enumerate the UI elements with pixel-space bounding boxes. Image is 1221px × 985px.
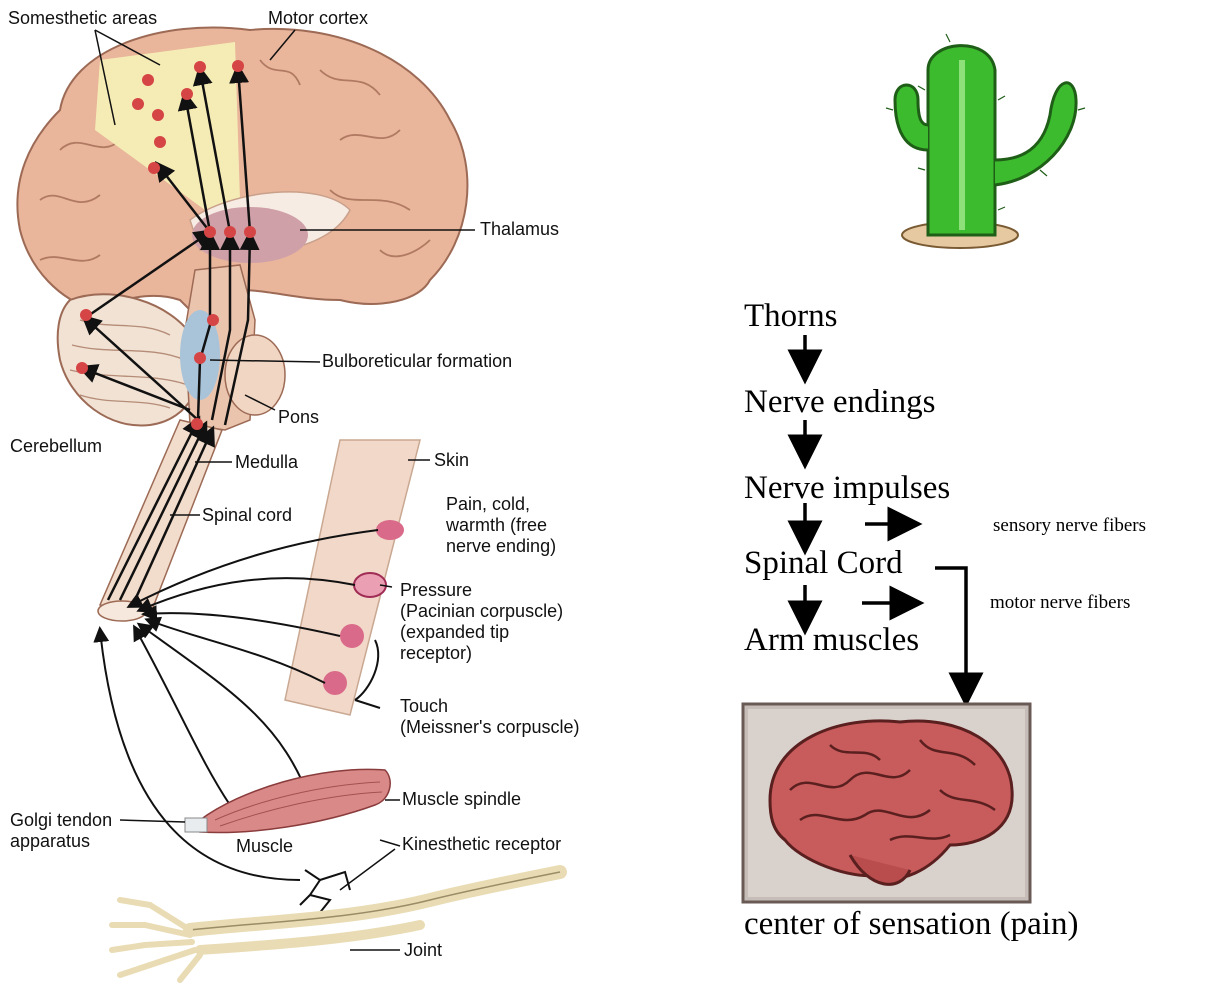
flow-step-arm-muscles: Arm muscles: [744, 622, 919, 659]
label-somesthetic-areas: Somesthetic areas: [8, 8, 157, 29]
golgi-tendon: [185, 818, 207, 832]
label-pons: Pons: [278, 407, 319, 428]
label-cerebellum: Cerebellum: [10, 436, 102, 457]
label-thalamus: Thalamus: [480, 219, 559, 240]
flow-step-nerve-impulses: Nerve impulses: [744, 470, 950, 507]
label-sensory-nerve-fibers: sensory nerve fibers: [993, 515, 1146, 537]
label-muscle-spindle: Muscle spindle: [402, 789, 521, 810]
label-motor-cortex: Motor cortex: [268, 8, 368, 29]
kinesthetic-receptor: [300, 870, 350, 915]
label-joint: Joint: [404, 940, 442, 961]
label-muscle: Muscle: [236, 836, 293, 857]
spinal-cord-section: [98, 601, 146, 621]
flow-step-thorns: Thorns: [744, 298, 838, 335]
caption-center-of-sensation: center of sensation (pain): [744, 906, 1078, 943]
label-motor-nerve-fibers: motor nerve fibers: [990, 592, 1130, 614]
label-free-nerve-ending: Pain, cold, warmth (free nerve ending): [446, 494, 556, 557]
label-spinal-cord: Spinal cord: [202, 505, 292, 526]
label-bulboreticular-formation: Bulboreticular formation: [322, 351, 512, 372]
label-skin: Skin: [434, 450, 469, 471]
arm-bones: [112, 872, 560, 980]
label-medulla: Medulla: [235, 452, 298, 473]
label-kinesthetic-receptor: Kinesthetic receptor: [402, 834, 561, 855]
flow-step-nerve-endings: Nerve endings: [744, 384, 936, 421]
label-touch: Touch (Meissner's corpuscle): [400, 696, 579, 738]
label-golgi-tendon: Golgi tendon apparatus: [10, 810, 112, 852]
label-pressure: Pressure (Pacinian corpuscle) (expanded …: [400, 580, 563, 664]
flow-step-spinal-cord: Spinal Cord: [744, 545, 903, 582]
pons: [225, 335, 285, 415]
